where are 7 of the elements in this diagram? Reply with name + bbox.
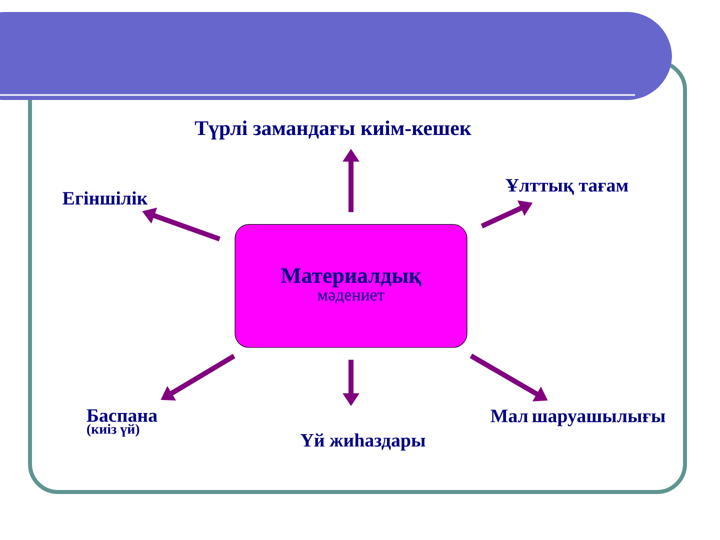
label-text: Мал шаруашылығы (490, 410, 666, 426)
process-box: Материалдық мәдениет (234, 224, 468, 348)
label-text: Егіншілік (62, 191, 148, 205)
heading-text: Түрлі замандағы киім-кешек (194, 120, 472, 140)
label-text: Баспана (киіз үй) (86, 409, 158, 437)
label-text: Үй жиһаздары (300, 433, 426, 451)
label-text: Ұлттық тағам (506, 179, 628, 195)
